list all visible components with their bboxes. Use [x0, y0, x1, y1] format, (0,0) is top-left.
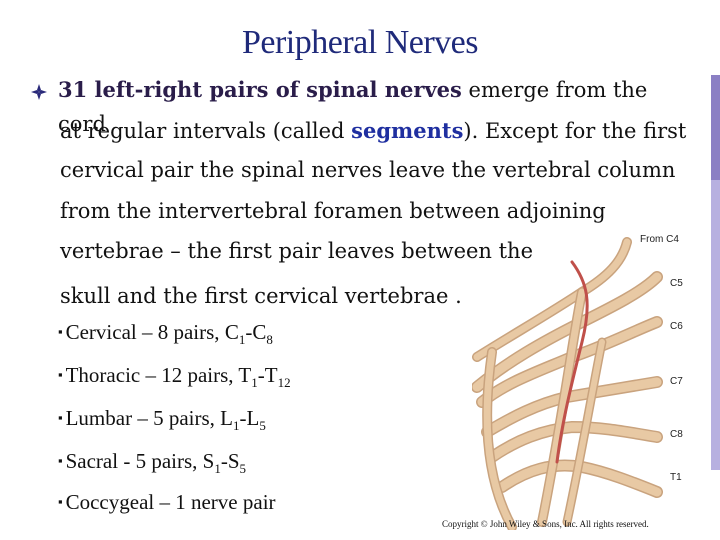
- bullet-line-6: skull and the first cervical vertebrae .: [60, 284, 462, 308]
- sub-item-lumbar: ▪Lumbar – 5 pairs, L1-L5: [58, 406, 266, 434]
- range-end-sub: 5: [259, 418, 266, 434]
- range-end-sub: 8: [266, 332, 273, 348]
- range-sep: -: [257, 363, 265, 387]
- main-bullet: 31 left-right pairs of spinal nerves eme…: [30, 73, 690, 141]
- sub-item-thoracic: ▪Thoracic – 12 pairs, T1-T12: [58, 363, 291, 391]
- range-sep: -: [239, 406, 247, 430]
- bullet-text-rest: emerge from the cord: [58, 78, 648, 136]
- range-sep: -: [245, 320, 253, 344]
- sub-item-sacral: ▪Sacral - 5 pairs, S1-S5: [58, 449, 247, 477]
- label-c7: C7: [670, 376, 683, 387]
- label-from-c4: From C4: [640, 234, 679, 245]
- range-end-sub: 12: [277, 375, 291, 391]
- slide-edge-bar: [711, 0, 720, 470]
- label-c6: C6: [670, 321, 683, 332]
- sub-item-coccygeal: ▪Coccygeal – 1 nerve pair: [58, 490, 276, 514]
- sub-item-label: Thoracic – 12 pairs,: [65, 363, 239, 387]
- line-text: ). Except for the first: [463, 119, 687, 143]
- bullet-line-4: from the intervertebral foramen between …: [60, 199, 606, 223]
- label-c8: C8: [670, 429, 683, 440]
- bullet-line-3: cervical pair the spinal nerves leave th…: [60, 158, 676, 182]
- range-sep: -: [220, 449, 228, 473]
- range-start-sub: 1: [214, 461, 221, 477]
- line-text: at regular intervals (called: [60, 119, 352, 143]
- sub-item-cervical: ▪Cervical – 8 pairs, C1-C8: [58, 320, 273, 348]
- range-start: L: [220, 406, 233, 430]
- sub-item-label: Coccygeal – 1 nerve pair: [65, 490, 276, 514]
- range-start-sub: 1: [238, 332, 246, 348]
- bullet-bold-term: 31 left-right pairs of spinal nerves: [58, 77, 462, 102]
- range-start: T: [238, 363, 252, 387]
- slide-title: Peripheral Nerves: [241, 24, 479, 61]
- brachial-plexus-illustration: From C4 C5 C6 C7 C8 T1: [472, 234, 683, 530]
- edge-bar-segment: [711, 180, 720, 470]
- range-end: T: [264, 363, 278, 387]
- sub-item-label: Sacral - 5 pairs,: [65, 449, 203, 473]
- range-start-sub: 1: [232, 418, 240, 434]
- range-end: L: [246, 406, 260, 430]
- edge-bar-segment: [711, 75, 720, 180]
- bullet-line-2: at regular intervals (called segments). …: [60, 116, 686, 146]
- label-c5: C5: [670, 278, 683, 289]
- diamond-bullet-icon: [31, 84, 47, 100]
- segments-term: segments: [351, 118, 464, 143]
- sub-item-label: Cervical – 8 pairs,: [65, 320, 225, 344]
- range-start-sub: 1: [251, 375, 258, 391]
- range-end: S: [227, 449, 240, 473]
- range-end-sub: 5: [239, 461, 247, 477]
- range-end: C: [252, 320, 267, 344]
- sub-item-label: Lumbar – 5 pairs,: [65, 406, 221, 430]
- label-t1: T1: [670, 472, 682, 483]
- bullet-line-5: vertebrae – the first pair leaves betwee…: [60, 239, 534, 263]
- copyright-credit: Copyright © John Wiley & Sons, Inc. All …: [442, 519, 649, 529]
- range-start: S: [202, 449, 215, 473]
- range-start: C: [224, 320, 239, 344]
- edge-bar-segment: [711, 0, 720, 75]
- bullet-first-line: 31 left-right pairs of spinal nerves eme…: [58, 73, 690, 141]
